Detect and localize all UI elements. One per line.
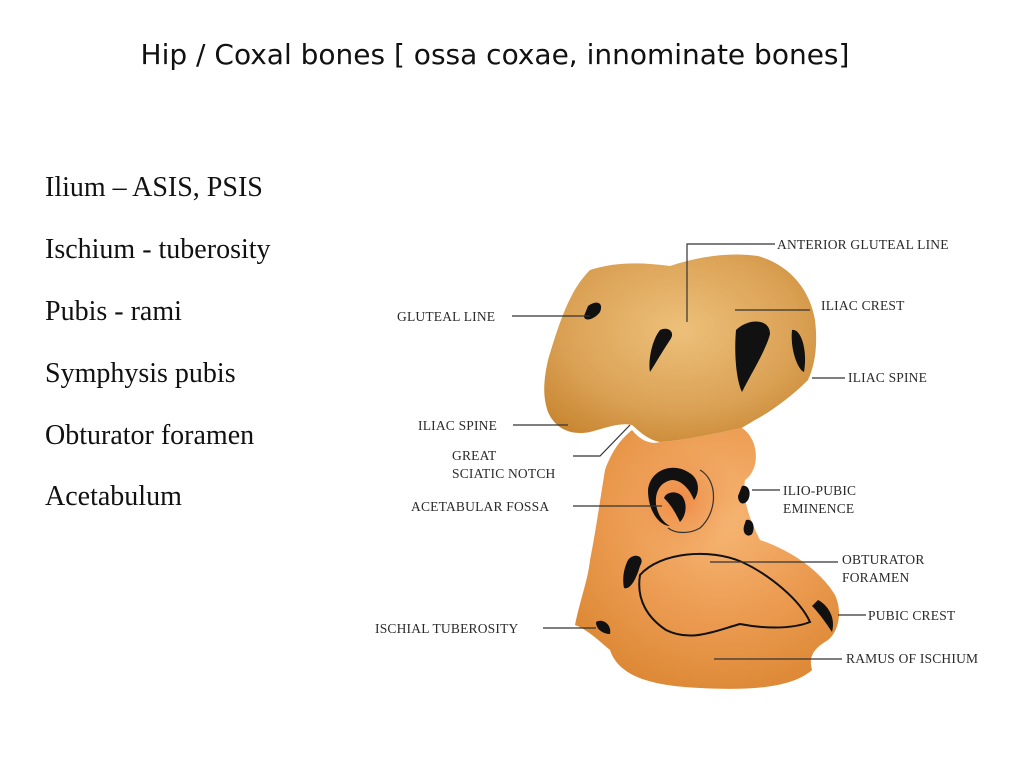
- term-ilium: Ilium – ASIS, PSIS: [45, 172, 263, 203]
- iliac-spine-mark: [791, 329, 806, 372]
- term-pubis: Pubis - rami: [45, 296, 182, 327]
- acetabular-fossa-inner: [664, 492, 686, 522]
- label-gluteal-line: GLUTEAL LINE: [397, 309, 495, 324]
- label-pubic-crest: PUBIC CREST: [868, 608, 956, 623]
- ilio-pubic-mark: [738, 485, 750, 504]
- label-obturator-foramen-1: OBTURATOR: [842, 552, 925, 567]
- gluteal-line-mark: [584, 302, 602, 320]
- term-obturator-foramen: Obturator foramen: [45, 420, 255, 451]
- ischial-tuberosity-mark: [596, 620, 611, 634]
- ilio-pubic-mark-2: [743, 519, 754, 536]
- iliac-crest-mark: [735, 321, 770, 392]
- label-ramus-of-ischium: RAMUS OF ISCHIUM: [846, 651, 978, 666]
- label-ilio-pubic-eminence-1: ILIO-PUBIC: [783, 483, 856, 498]
- slide-title: Hip / Coxal bones [ ossa coxae, innomina…: [140, 38, 850, 71]
- leader-anterior-gluteal: [686, 243, 775, 322]
- ramus-mark: [623, 555, 642, 589]
- pubic-crest-mark: [812, 600, 834, 632]
- label-great-sciatic-notch-1: GREAT: [452, 448, 497, 463]
- obturator-foramen-outline: [638, 552, 812, 637]
- label-iliac-spine-right: ILIAC SPINE: [848, 370, 927, 385]
- label-iliac-spine-left: ILIAC SPINE: [418, 418, 497, 433]
- label-obturator-foramen-2: FORAMEN: [842, 570, 909, 585]
- leader-great-sciatic: [573, 424, 631, 457]
- acetabular-rim: [667, 469, 714, 534]
- ilium-shape: [544, 254, 817, 442]
- label-iliac-crest: ILIAC CREST: [821, 298, 905, 313]
- label-great-sciatic-notch-2: SCIATIC NOTCH: [452, 466, 556, 481]
- acetabular-fossa-mark: [648, 467, 698, 526]
- label-ilio-pubic-eminence-2: EMINENCE: [783, 501, 854, 516]
- label-anterior-gluteal-line: ANTERIOR GLUTEAL LINE: [777, 237, 949, 252]
- term-symphysis-pubis: Symphysis pubis: [45, 358, 236, 389]
- anterior-gluteal-mark: [649, 328, 673, 372]
- term-ischium: Ischium - tuberosity: [45, 234, 271, 265]
- leader-lines: [512, 243, 866, 660]
- label-acetabular-fossa: ACETABULAR FOSSA: [411, 499, 549, 514]
- term-acetabulum: Acetabulum: [45, 481, 182, 512]
- label-ischial-tuberosity: ISCHIAL TUBEROSITY: [375, 621, 519, 636]
